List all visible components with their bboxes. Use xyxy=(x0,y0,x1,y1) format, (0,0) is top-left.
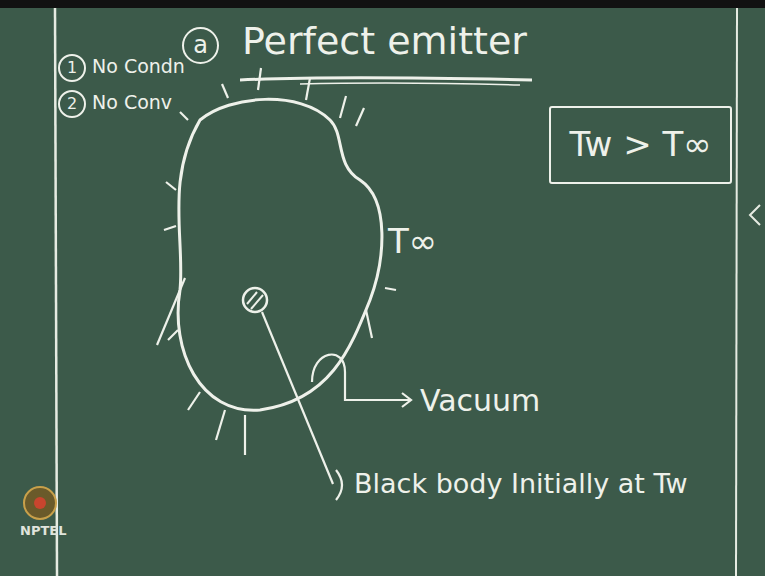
callout-label: Vacuum xyxy=(420,384,540,419)
node-text: a xyxy=(193,32,208,58)
logo-text: NPTEL xyxy=(20,524,66,539)
condition-box: Tw > T∞ xyxy=(549,106,732,184)
node-text: 2 xyxy=(67,95,77,113)
callout-number: 2 xyxy=(58,90,86,118)
title-text: Perfect emitter xyxy=(242,20,527,64)
callout-label: Black body Initially at Tw xyxy=(354,468,688,499)
note-text: No Condn xyxy=(92,56,185,78)
node-text: Tw > T∞ xyxy=(569,126,711,163)
node-text: 1 xyxy=(67,59,77,77)
temperature-label: T∞ xyxy=(388,222,437,261)
note-text: No Conv xyxy=(92,92,172,114)
callout-number: 1 xyxy=(58,54,86,82)
circled-letter: a xyxy=(182,27,219,64)
